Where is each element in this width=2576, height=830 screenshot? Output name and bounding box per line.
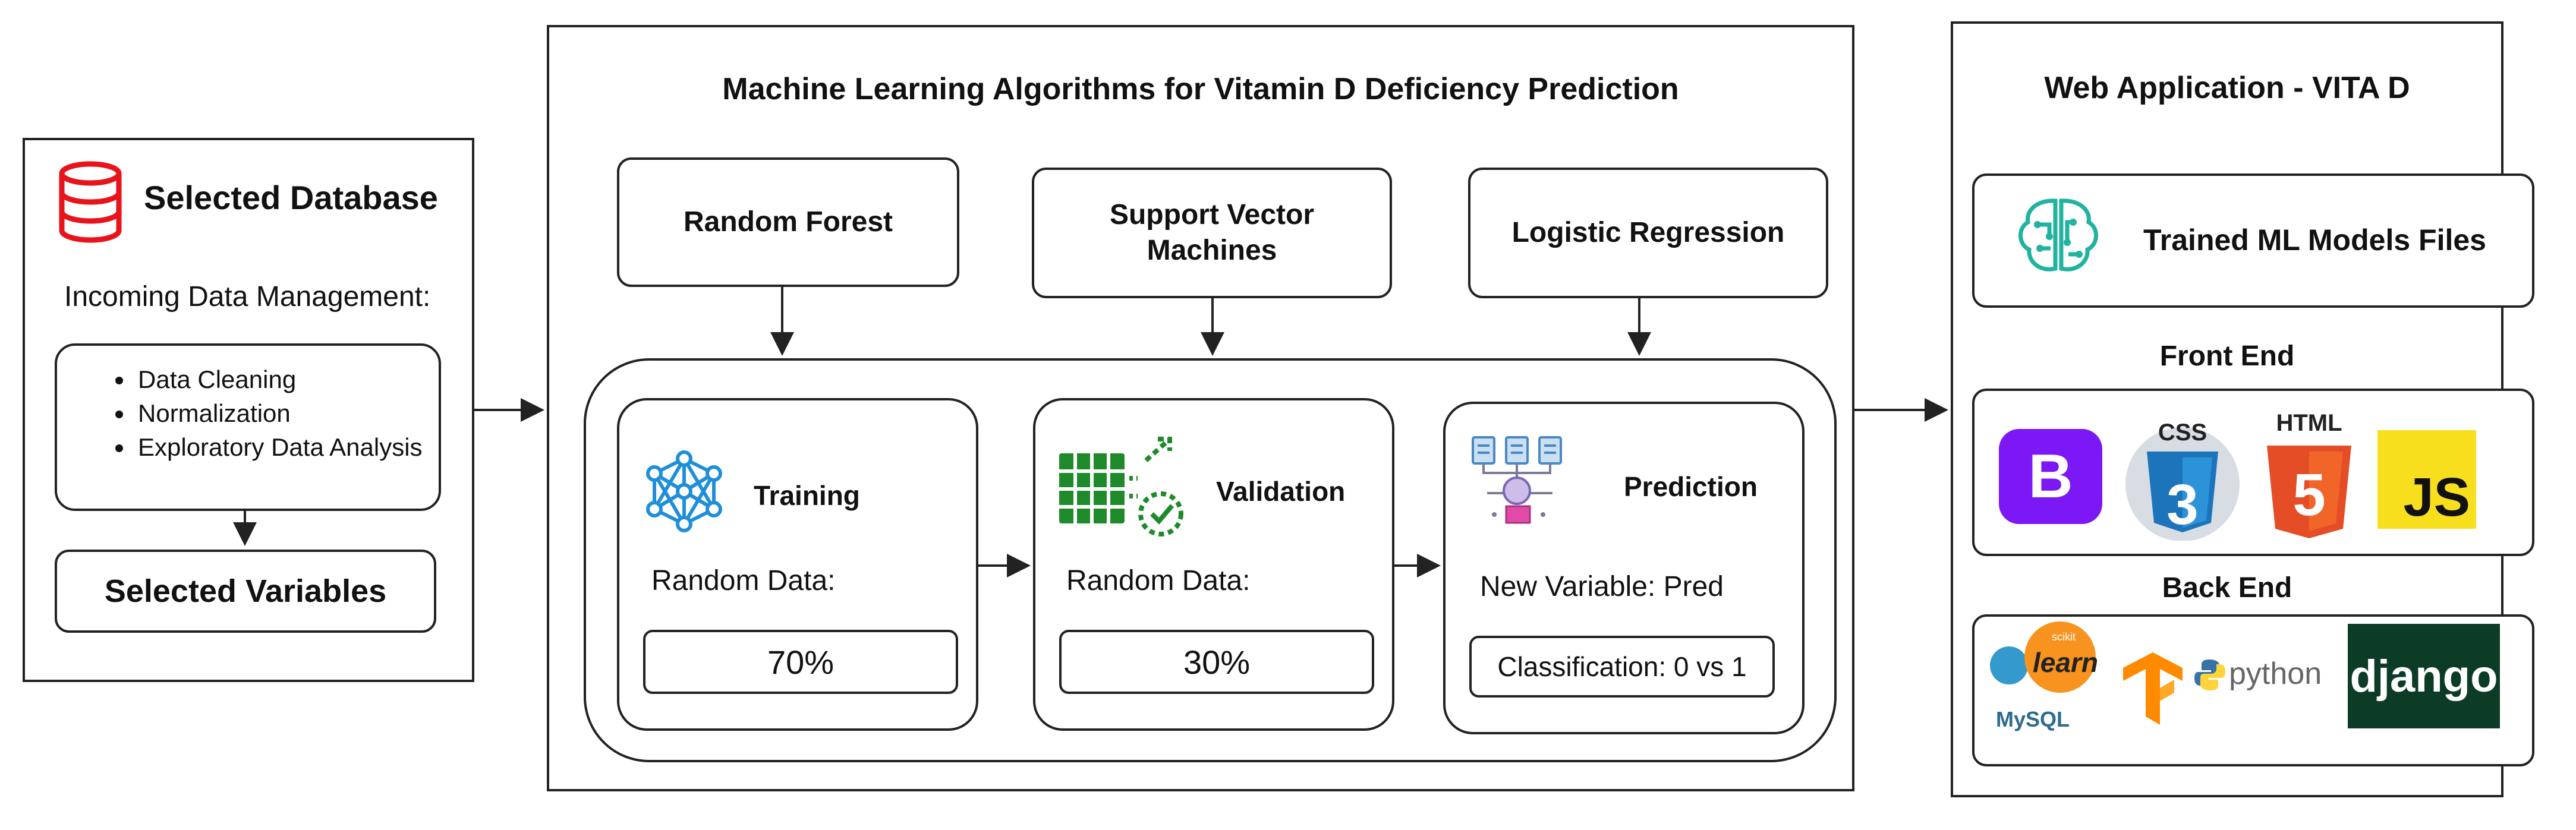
training-value: 70% — [767, 643, 834, 681]
python-text: python — [2229, 657, 2322, 691]
prediction-sub: New Variable: Pred — [1480, 571, 1724, 602]
css3-logo: 3 CSS — [2123, 416, 2242, 541]
tensorflow-logo — [2117, 650, 2188, 727]
data-steps-box: Data Cleaning Normalization Exploratory … — [55, 343, 441, 511]
algorithm-logistic-regression: Logistic Regression — [1468, 168, 1828, 298]
html5-text: HTML — [2276, 410, 2342, 436]
validation-sub: Random Data: — [1066, 565, 1251, 597]
validation-card — [1033, 398, 1394, 731]
html5-logo: 5 HTML — [2259, 410, 2360, 541]
js-text: JS — [2403, 467, 2470, 528]
css3-number: 3 — [2166, 473, 2199, 536]
django-logo: django — [2348, 624, 2500, 728]
prediction-card — [1443, 402, 1805, 734]
pipeline-container — [584, 358, 1837, 762]
web-app-title: Web Application - VITA D — [2044, 71, 2410, 105]
validation-value: 30% — [1183, 643, 1251, 681]
selected-variables-label: Selected Variables — [104, 573, 387, 609]
training-card — [617, 398, 978, 731]
algorithm-random-forest: Random Forest — [617, 157, 959, 287]
css3-text: CSS — [2158, 419, 2207, 446]
training-sub: Random Data: — [651, 565, 836, 597]
validation-value-box: 30% — [1059, 630, 1374, 694]
training-value-box: 70% — [643, 630, 958, 694]
database-title: Selected Database — [144, 179, 438, 216]
brain-circuit-icon — [2014, 195, 2103, 278]
front-end-label: Front End — [2159, 340, 2295, 372]
prediction-title: Prediction — [1624, 471, 1758, 502]
javascript-logo: JS — [2377, 430, 2476, 529]
neural-network-icon — [640, 447, 729, 536]
sklearn-small-text: scikit — [2052, 631, 2076, 643]
selected-variables-box: Selected Variables — [55, 550, 436, 633]
trained-models-label: Trained ML Models Files — [2143, 223, 2486, 257]
ml-panel-title: Machine Learning Algorithms for Vitamin … — [722, 72, 1679, 106]
python-icon — [2193, 658, 2227, 692]
html5-number: 5 — [2292, 462, 2326, 528]
step-item: Exploratory Data Analysis — [134, 430, 439, 464]
prediction-value: Classification: 0 vs 1 — [1497, 651, 1747, 682]
bootstrap-brace-left — [1986, 444, 1998, 510]
prediction-value-box: Classification: 0 vs 1 — [1469, 636, 1775, 698]
sklearn-text: learn — [2033, 647, 2098, 678]
step-item: Normalization — [134, 396, 439, 430]
algorithm-svm: Support Vector Machines — [1032, 168, 1392, 298]
prediction-icon — [1469, 434, 1576, 526]
database-icon — [55, 160, 126, 244]
sklearn-logo: scikit learn — [1985, 620, 2110, 698]
step-item: Data Cleaning — [134, 362, 439, 396]
training-title: Training — [754, 480, 860, 511]
incoming-data-label: Incoming Data Management: — [64, 281, 431, 313]
validation-title: Validation — [1216, 476, 1346, 507]
back-end-label: Back End — [2162, 572, 2292, 604]
validation-grid-icon — [1057, 437, 1193, 538]
bootstrap-logo: B — [1999, 429, 2102, 524]
mysql-logo: MySQL — [1996, 707, 2070, 731]
